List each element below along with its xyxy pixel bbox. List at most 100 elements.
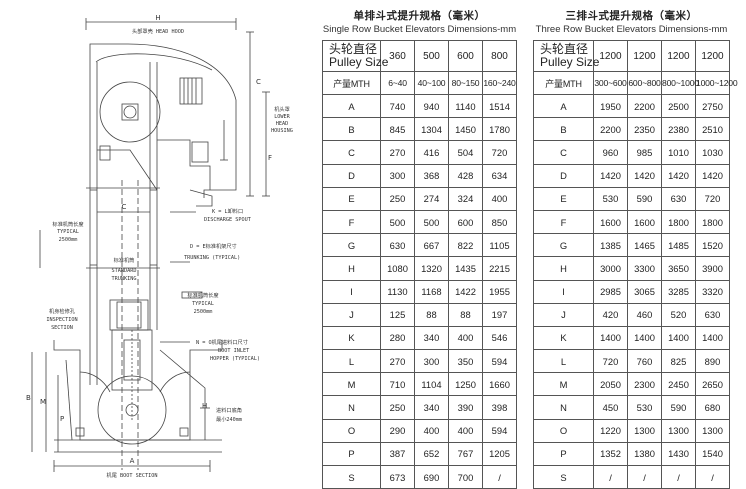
dim-c-mid: C (122, 203, 127, 211)
dim-h-top: H (155, 14, 160, 22)
dimension-value: 690 (414, 464, 449, 489)
capacity-header: 产量MTH (322, 71, 381, 95)
dimension-value: 1168 (414, 279, 449, 304)
triple-title: 三排斗式提升规格（毫米） (565, 10, 698, 22)
dimension-value: 504 (448, 140, 483, 165)
label-boot-section: 机尾 BOOT SECTION (107, 471, 158, 479)
dimension-value: 2510 (695, 117, 730, 142)
dimension-value: 740 (380, 93, 415, 119)
single-subtitle: Single Row Bucket Elevators Dimensions-m… (322, 24, 517, 35)
dimension-value: 1420 (593, 163, 628, 188)
dimension-value: 2380 (661, 117, 696, 142)
dimension-value: 667 (414, 233, 449, 258)
dimension-value: 600 (448, 209, 483, 235)
dimension-value: 2050 (593, 372, 628, 397)
dimension-value: 3900 (695, 256, 730, 281)
dimension-value: 340 (414, 395, 449, 420)
dimension-key: M (322, 372, 381, 397)
elevator-drawing: H 头部罩壳 HEAD HOOD 机头罩 LOWER HEAD HOUSING … (0, 0, 315, 482)
dimension-value: 400 (448, 325, 483, 351)
label-std-trunk-cn: 标准机筒 (114, 256, 135, 264)
dimension-value: / (661, 464, 696, 489)
dimension-value: 680 (695, 395, 730, 420)
dimension-value: 400 (448, 418, 483, 443)
pulley-en: Pulley Size (329, 55, 389, 69)
capacity-cell: 80~150 (448, 71, 483, 95)
capacity-cell: 40~100 (414, 71, 449, 95)
three-row-spec: 三排斗式提升规格（毫米） Three Row Bucket Elevators … (533, 0, 738, 489)
dimension-value: 1400 (661, 325, 696, 351)
dimension-value: 1104 (414, 372, 449, 397)
dimension-value: 1105 (482, 233, 517, 258)
dimension-value: 1300 (695, 418, 730, 443)
dimension-value: 1320 (414, 256, 449, 281)
dimension-value: 290 (380, 418, 415, 443)
dimension-value: 720 (695, 186, 730, 211)
dim-f: F (268, 154, 272, 162)
dimension-value: 1514 (482, 93, 517, 119)
dimension-value: 400 (482, 186, 517, 211)
dimension-value: 270 (380, 349, 415, 374)
dimension-value: 530 (593, 186, 628, 211)
dimension-value: 2750 (695, 93, 730, 119)
dimension-key: N (533, 395, 594, 420)
dimension-value: 2500 (661, 93, 696, 119)
dimension-value: 890 (695, 349, 730, 374)
dimension-key: C (533, 140, 594, 165)
dimension-value: 652 (414, 441, 449, 467)
dimension-value: / (482, 464, 517, 489)
dimension-value: 1485 (661, 233, 696, 258)
dimension-value: 350 (448, 349, 483, 374)
dimension-key: E (533, 186, 594, 211)
dimension-value: 634 (482, 163, 517, 188)
dimension-value: 2200 (593, 117, 628, 142)
dimension-value: 520 (661, 302, 696, 327)
pulley-en: Pulley Size (540, 55, 600, 69)
label-2500: 2500mm (59, 237, 78, 243)
dimension-key: S (533, 464, 594, 489)
dimension-value: 1030 (695, 140, 730, 165)
dimension-key: S (322, 464, 381, 489)
dimension-value: 1800 (661, 209, 696, 235)
dimension-value: 3000 (593, 256, 628, 281)
capacity-row: 产量MTH 6~40 40~100 80~150 160~240 (322, 71, 517, 95)
dimension-value: 1304 (414, 117, 449, 142)
dimension-key: F (533, 209, 594, 235)
label-standard: STANDARD (112, 268, 137, 274)
pulley-size-cell: 1200 (593, 40, 628, 72)
dimension-value: 197 (482, 302, 517, 327)
dimension-key: O (322, 418, 381, 443)
dimension-value: 450 (593, 395, 628, 420)
dimension-value: 500 (414, 209, 449, 235)
dimension-value: 460 (627, 302, 662, 327)
dimension-key: A (322, 93, 381, 119)
dimension-value: 530 (627, 395, 662, 420)
dimension-value: 594 (482, 418, 517, 443)
dimension-value: 822 (448, 233, 483, 258)
dimension-value: 1400 (695, 325, 730, 351)
dimension-key: I (322, 279, 381, 304)
dimension-value: 250 (380, 186, 415, 211)
label-inspection: INSPECTION (46, 317, 77, 323)
dimension-value: 300 (380, 163, 415, 188)
label-std-len-cn2: 标准机筒长度 (187, 291, 218, 299)
dimension-value: 428 (448, 163, 483, 188)
label-head-hood: 头部罩壳 HEAD HOOD (132, 27, 184, 35)
dimension-value: 1430 (661, 441, 696, 467)
dimension-value: 1420 (695, 163, 730, 188)
dimension-value: 1800 (695, 209, 730, 235)
dim-b: B (26, 394, 31, 402)
label-boot-inlet-cn: N = O机尾进料口尺寸 (196, 338, 248, 346)
dimension-key: O (533, 418, 594, 443)
label-typical2: TYPICAL (192, 301, 214, 307)
dimension-value: 2650 (695, 372, 730, 397)
